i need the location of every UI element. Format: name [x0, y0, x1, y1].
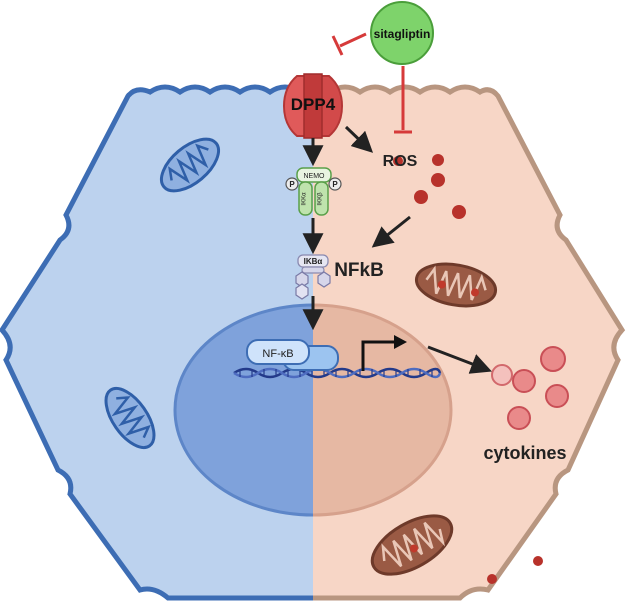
nfkb-complex: NF-κB [246, 339, 339, 371]
ros-label: ROS [383, 153, 418, 170]
cytokine-particles [491, 346, 569, 430]
mitochondrion-right-bottom [370, 514, 454, 576]
arrow-ros-to-nfkb [371, 215, 411, 248]
nfkb-label: NFkB [334, 260, 384, 281]
sitagliptin-label: sitagliptin [374, 27, 431, 41]
nucleus-right [313, 303, 453, 517]
cytokines-label: cytokines [483, 443, 566, 463]
inhibition-marks [331, 32, 412, 134]
cell-right-half [313, 87, 622, 598]
signaling-arrows [302, 125, 492, 374]
dna-helix [233, 367, 442, 379]
phospho-right-circle [328, 177, 342, 191]
ikk-complex: NEMO IKKα IKKβ P P [285, 167, 342, 216]
ros-dots [393, 154, 543, 584]
mitochondrion-left-top [160, 137, 220, 193]
nfkb-complex-label: NF-κB [262, 348, 293, 360]
dpp4-label: DPP4 [291, 95, 336, 114]
mitochondrion-right-top [414, 262, 498, 308]
arrow-dpp4-to-ros [344, 125, 374, 153]
ikk-alpha-label: IKKα [302, 192, 308, 206]
nemo-label: NEMO [304, 173, 326, 180]
ikba-label: IKBα [304, 257, 323, 266]
dpp4-receptor: DPP4 [282, 73, 344, 139]
phospho-left-circle [285, 177, 299, 191]
arrow-transcription-to-cytokines [427, 345, 492, 374]
inhibit-dpp4-line [339, 32, 367, 48]
mitochondrion-left-bottom [104, 386, 156, 450]
ikba-complex: IKBα [295, 254, 331, 300]
ikk-beta-label: IKKβ [318, 192, 324, 206]
phospho-right-label: P [332, 180, 338, 189]
transcription-start-arrow [361, 340, 398, 371]
sitagliptin-molecule: sitagliptin [370, 1, 434, 65]
transcription-arrow-head [394, 335, 407, 349]
phospho-left-label: P [289, 180, 295, 189]
inhibit-dpp4-bar [331, 35, 344, 56]
